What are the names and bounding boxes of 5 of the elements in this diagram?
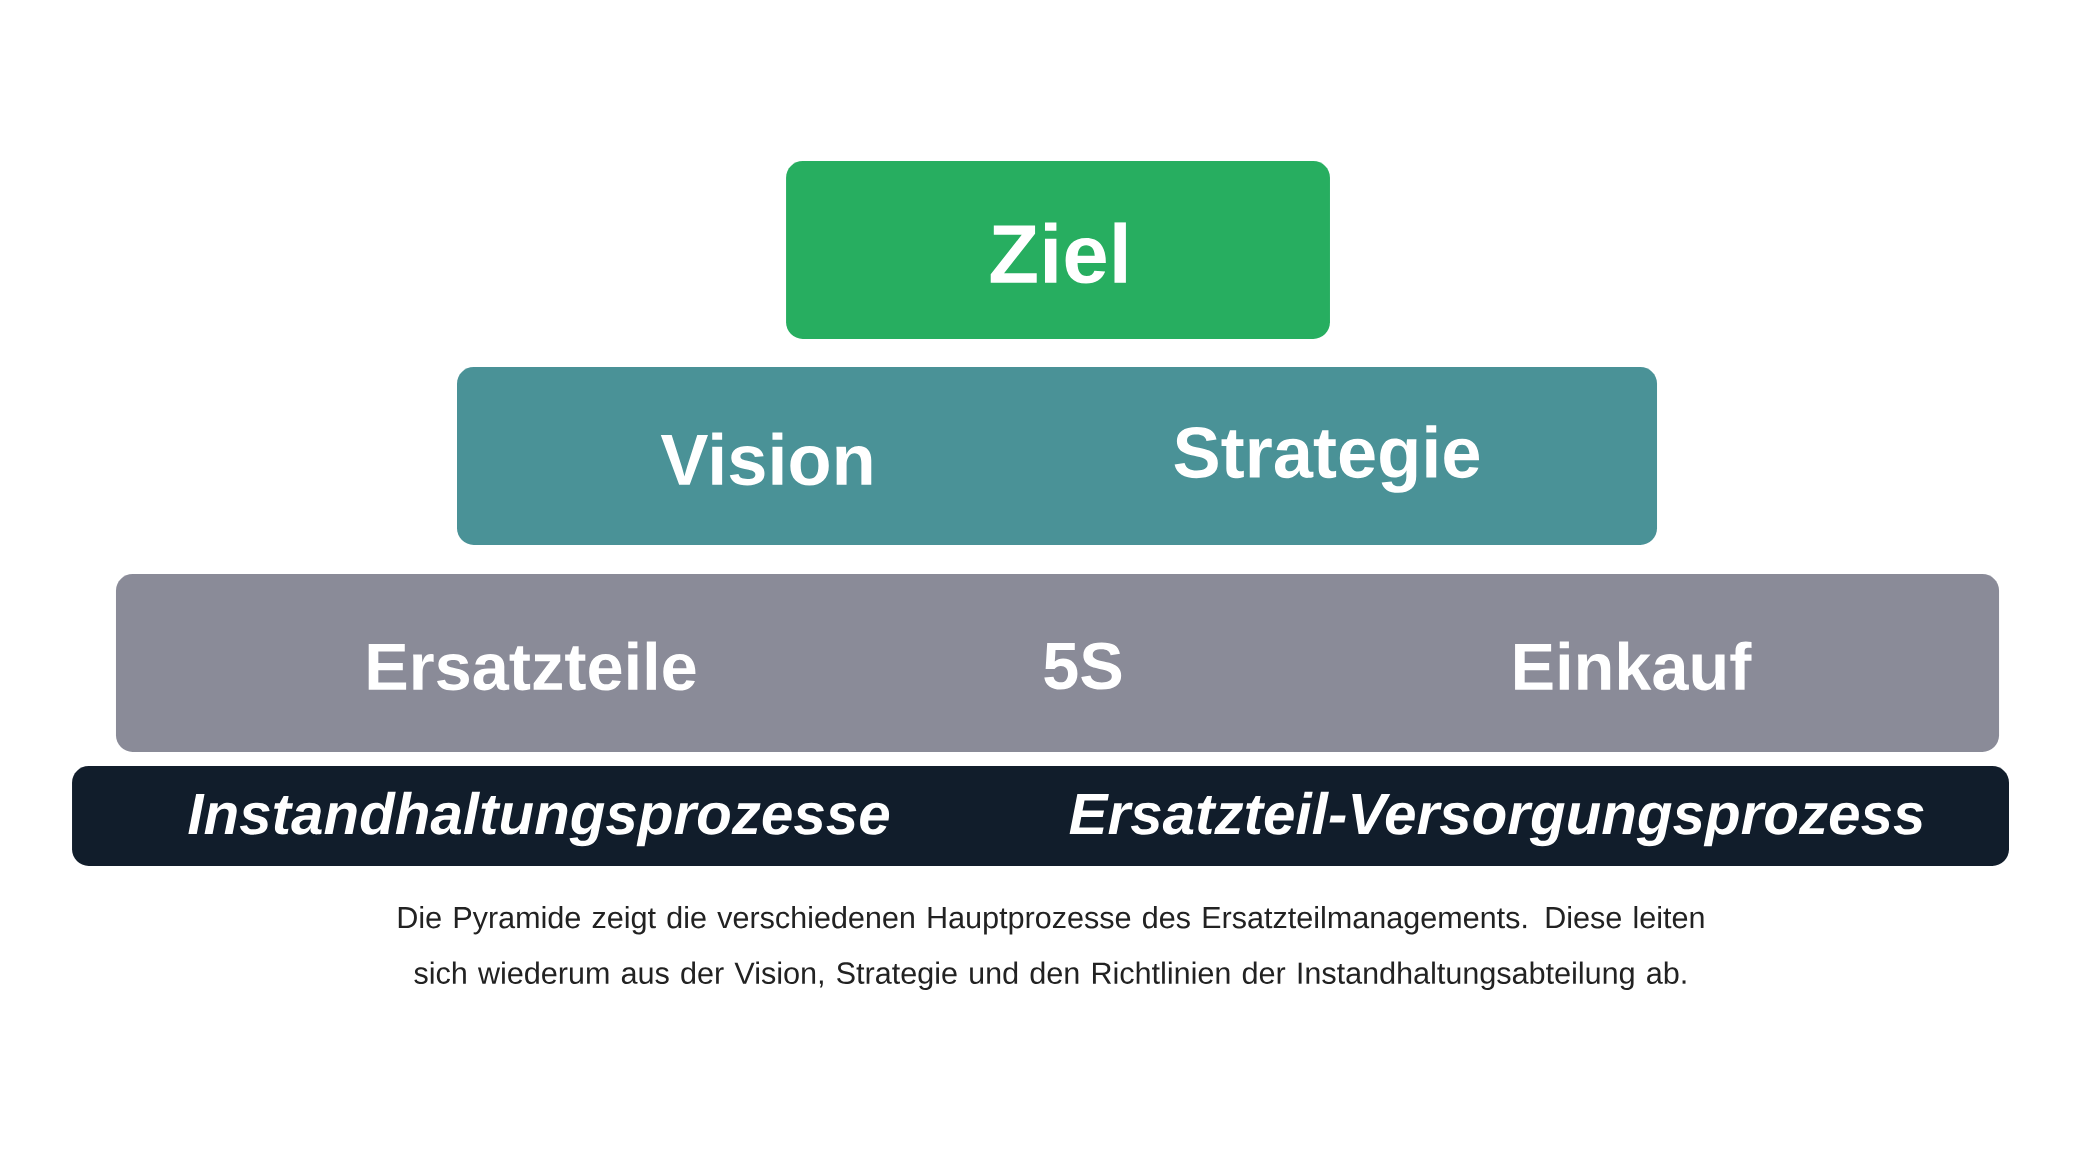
caption: Die Pyramide zeigt die verschiedenen Hauptprozesse des Ersatzteilmanagements. Diese leiten sich wiederum aus der Vision, Strategie und den Richtlinien der Instandhaltungsabteilung ab. <box>398 906 1704 990</box>
pyramid-level: Ersatzteile 5S Einkauf <box>115 573 2000 753</box>
pyramid-level: Instandhaltungsprozesse Ersatzteil-Versorgungsprozess <box>72 766 2009 866</box>
pyramid-level: Ziel <box>786 160 1330 339</box>
pyramid-level: Vision Strategie <box>457 366 1657 545</box>
